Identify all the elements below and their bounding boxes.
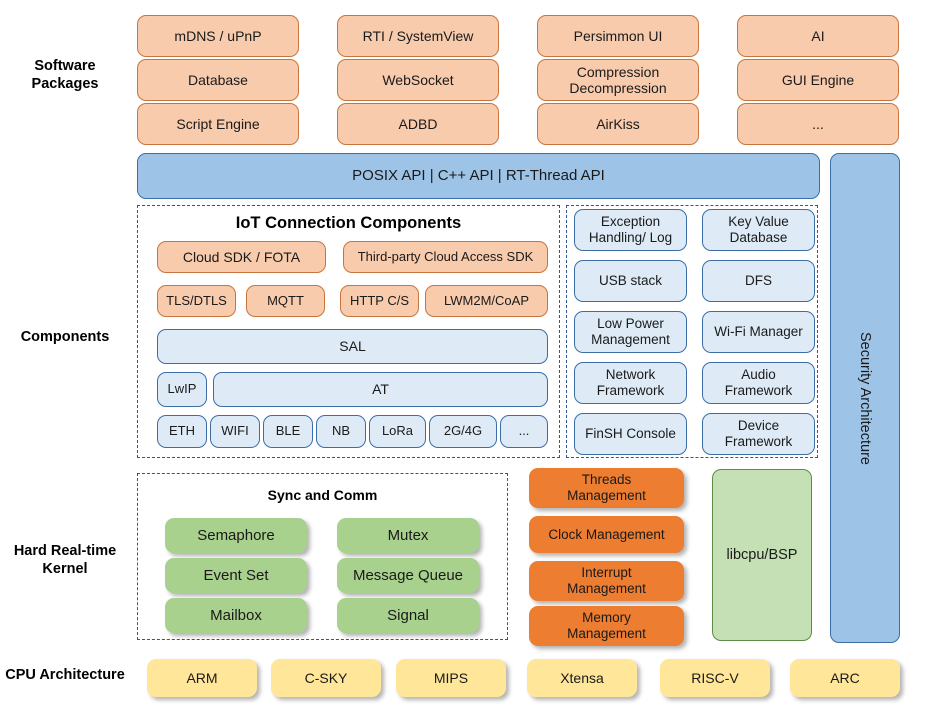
iot-protocol-box[interactable]: TLS/DTLS [157,285,236,317]
sync-box[interactable]: Mailbox [165,598,307,633]
cpu-arch-box[interactable]: ARC [790,659,900,697]
component-box[interactable]: Low Power Management [574,311,687,353]
component-box[interactable]: USB stack [574,260,687,302]
component-box[interactable]: Key Value Database [702,209,815,251]
api-bar[interactable]: POSIX API | C++ API | RT-Thread API [137,153,820,199]
tier-label-components: Components [20,328,110,345]
sync-and-comm-group [137,473,508,640]
sync-and-comm-group-title: Sync and Comm [267,487,378,503]
kernel-management-box[interactable]: Memory Management [529,606,684,646]
cpu-arch-box[interactable]: MIPS [396,659,506,697]
iot-protocol-box[interactable]: HTTP C/S [340,285,419,317]
iot-cloud-box[interactable]: Cloud SDK / FOTA [157,241,326,273]
package-box[interactable]: AI [737,15,899,57]
sync-box[interactable]: Signal [337,598,479,633]
libcpu-bsp-box[interactable]: libcpu/BSP [712,469,812,641]
component-box[interactable]: Network Framework [574,362,687,404]
iot-link-box[interactable]: 2G/4G [429,415,497,448]
cpu-arch-box[interactable]: ARM [147,659,257,697]
kernel-management-box[interactable]: Clock Management [529,516,684,553]
iot-link-box[interactable]: LoRa [369,415,426,448]
sync-box[interactable]: Event Set [165,558,307,593]
package-box[interactable]: ... [737,103,899,145]
package-box[interactable]: ADBD [337,103,499,145]
component-box[interactable]: Device Framework [702,413,815,455]
iot-link-box[interactable]: WIFI [210,415,260,448]
tier-label-software-packages: Software Packages [31,57,99,92]
cpu-arch-box[interactable]: RISC-V [660,659,770,697]
security-architecture-bar[interactable]: Security Architecture [830,153,900,643]
cpu-arch-box[interactable]: C-SKY [271,659,381,697]
iot-sal-box[interactable]: SAL [157,329,548,364]
components-group [566,205,818,458]
package-box[interactable]: WebSocket [337,59,499,101]
component-box[interactable]: Audio Framework [702,362,815,404]
package-box[interactable]: AirKiss [537,103,699,145]
iot-connection-group-title: IoT Connection Components [235,214,462,232]
iot-link-box[interactable]: ... [500,415,548,448]
component-box[interactable]: FinSH Console [574,413,687,455]
iot-protocol-box[interactable]: LWM2M/CoAP [425,285,548,317]
iot-protocol-box[interactable]: MQTT [246,285,325,317]
iot-link-box[interactable]: NB [316,415,366,448]
iot-cloud-box[interactable]: Third-party Cloud Access SDK [343,241,548,273]
tier-label-cpu-architecture: CPU Architecture [5,666,125,683]
package-box[interactable]: RTI / SystemView [337,15,499,57]
iot-link-box[interactable]: BLE [263,415,313,448]
package-box[interactable]: mDNS / uPnP [137,15,299,57]
tier-label-hard-real-time-kernel: Hard Real-time Kernel [13,542,117,577]
component-box[interactable]: DFS [702,260,815,302]
iot-lwip-box[interactable]: LwIP [157,372,207,407]
cpu-arch-box[interactable]: Xtensa [527,659,637,697]
package-box[interactable]: Database [137,59,299,101]
iot-connection-group [137,205,560,458]
sync-box[interactable]: Message Queue [337,558,479,593]
iot-link-box[interactable]: ETH [157,415,207,448]
kernel-management-box[interactable]: Interrupt Management [529,561,684,601]
package-box[interactable]: Compression Decompression [537,59,699,101]
kernel-management-box[interactable]: Threads Management [529,468,684,508]
iot-at-box[interactable]: AT [213,372,548,407]
sync-box[interactable]: Mutex [337,518,479,553]
package-box[interactable]: Persimmon UI [537,15,699,57]
package-box[interactable]: GUI Engine [737,59,899,101]
sync-box[interactable]: Semaphore [165,518,307,553]
component-box[interactable]: Exception Handling/ Log [574,209,687,251]
package-box[interactable]: Script Engine [137,103,299,145]
component-box[interactable]: Wi-Fi Manager [702,311,815,353]
